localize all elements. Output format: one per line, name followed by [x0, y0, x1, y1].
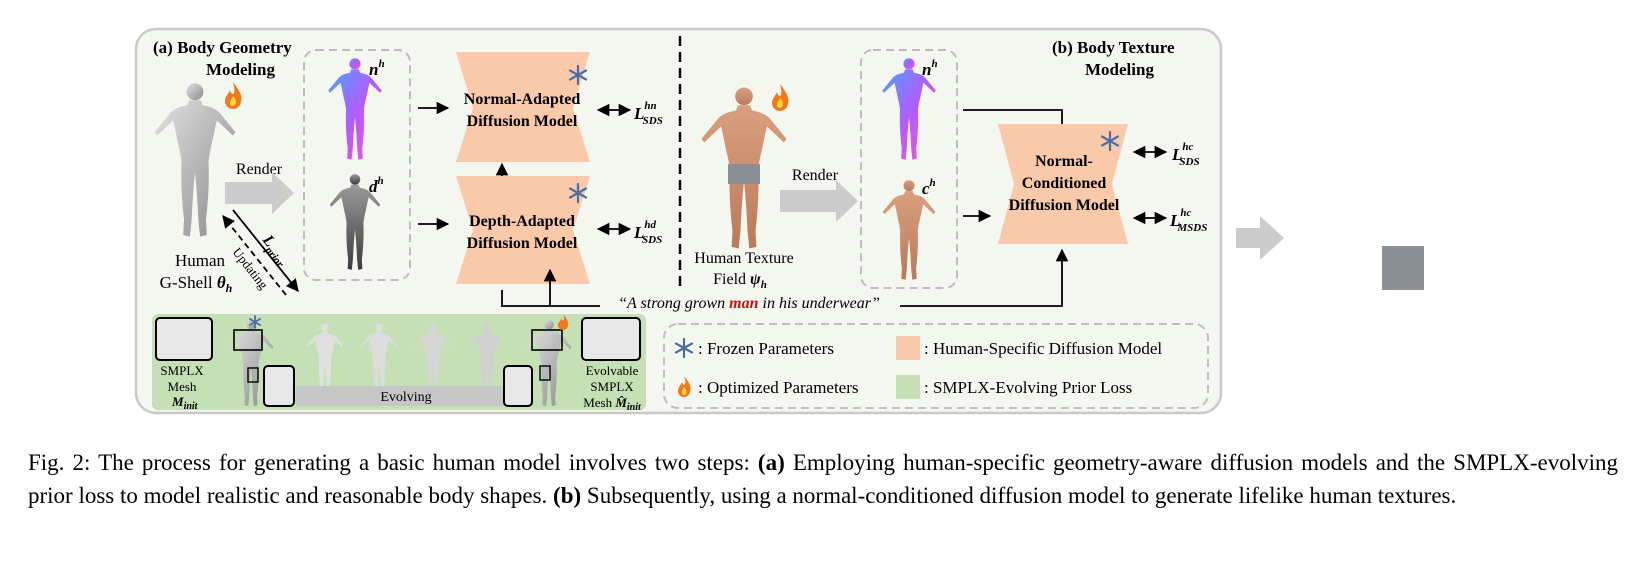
legend-human-specific: : Human-Specific Diffusion Model: [924, 339, 1162, 358]
geometry-render-box: [303, 49, 411, 281]
legend-optimized: : Optimized Parameters: [698, 378, 859, 397]
legend-smplx-swatch: [896, 375, 920, 399]
init-chest-zoom: [155, 317, 213, 361]
normal-adapted-label-line2: Diffusion Model: [467, 113, 578, 130]
init-hand-box: [247, 367, 259, 383]
normal-conditioned-label-line3: Diffusion Model: [1009, 197, 1120, 214]
flame-icon: [225, 82, 242, 109]
snowflake-icon: [1100, 130, 1120, 152]
smplx-evolvable-label: Evolvable: [586, 363, 639, 378]
smplx-evolvable-label-line3: Mesh M̂init: [583, 395, 642, 413]
prompt-line-left: [501, 290, 600, 307]
depth-adapted-label: Depth-Adapted: [469, 213, 575, 230]
evolvable-hand-box: [539, 365, 551, 381]
section-a-title: (a) Body Geometry: [153, 38, 292, 57]
snowflake-icon: [568, 182, 588, 204]
evolvable-hand-zoom: [503, 365, 533, 407]
depth-adapted-label-line2: Diffusion Model: [467, 235, 578, 252]
evolvable-chest-box: [531, 329, 563, 351]
normal-adapted-label: Normal-Adapted: [464, 91, 581, 108]
caption-text-2: Employing human-specific geometry-aware …: [28, 450, 1618, 508]
normal-label: nh: [369, 58, 385, 79]
caption-fig-label: Fig. 2:: [28, 450, 91, 475]
section-b-title-line2: Modeling: [1085, 60, 1154, 79]
normal-adapted-model: [456, 52, 590, 162]
texture-color-label: ch: [922, 177, 936, 198]
normal-conditioned-label: Normal-: [1035, 153, 1093, 170]
snowflake-icon: [249, 315, 261, 329]
snowflake-icon: [568, 64, 588, 86]
prompt-to-conditioned-arrow: [900, 248, 1069, 307]
legend-box: [663, 323, 1209, 409]
flame-icon: [678, 376, 691, 397]
depth-label: dh: [369, 175, 384, 196]
evolvable-chest-zoom: [581, 317, 641, 361]
g-shell-label: Human: [175, 251, 226, 270]
texture-render-box: [860, 49, 958, 289]
init-hand-zoom: [263, 365, 295, 407]
smplx-evolvable-label-line2: SMPLX: [590, 379, 634, 394]
flame-icon: [558, 314, 569, 330]
depth-adapted-model: [456, 176, 590, 284]
render-label-texture: Render: [792, 167, 839, 184]
underwear-texture: [728, 164, 760, 184]
normal-conditioned-label-line2: Conditioned: [1022, 175, 1107, 192]
smplx-init-label-line2: Mesh: [168, 379, 197, 394]
flame-icon: [772, 84, 789, 111]
snowflake-icon: [674, 337, 694, 359]
caption-a-label: (a): [757, 450, 785, 475]
section-b-title: (b) Body Texture: [1052, 38, 1175, 57]
caption-b-label: (b): [553, 483, 582, 508]
evolving-bar: [296, 386, 516, 406]
prior-loss-arrow: [232, 209, 299, 292]
legend-frozen: : Frozen Parameters: [698, 339, 834, 358]
output-arrow: [1236, 216, 1284, 260]
texture-field-label: Human Texture: [694, 250, 793, 267]
figure-caption: Fig. 2: The process for generating a bas…: [28, 446, 1618, 512]
legend-smplx-evolving: : SMPLX-Evolving Prior Loss: [924, 378, 1132, 397]
updating-arrow: [222, 215, 287, 296]
section-a-title-line2: Modeling: [206, 60, 275, 79]
legend-human-specific-swatch: [896, 336, 920, 360]
smplx-init-label: SMPLX: [160, 363, 204, 378]
texture-field-label-line2: Field ψh: [713, 271, 767, 291]
g-shell-label-line2: G-Shell θh: [160, 273, 233, 295]
caption-text-1: The process for generating a basic human…: [90, 450, 758, 475]
pipeline-diagram: (a) Body Geometry Modeling (b) Body Text…: [134, 27, 1480, 415]
render-arrow-texture: [780, 180, 858, 222]
evolving-label: Evolving: [380, 390, 431, 405]
final-human-result: [1282, 38, 1480, 412]
caption-text-3: Subsequently, using a normal-conditioned…: [581, 483, 1457, 508]
normal-conditioned-model: [998, 124, 1128, 244]
text-prompt: “A strong grown man in his underwear”: [618, 295, 880, 312]
render-label-geometry: Render: [236, 161, 283, 178]
init-chest-box: [233, 329, 263, 351]
texture-normal-label: nh: [922, 58, 938, 79]
render-arrow-geometry: [225, 172, 294, 214]
smplx-init-symbol: Minit: [171, 394, 199, 412]
